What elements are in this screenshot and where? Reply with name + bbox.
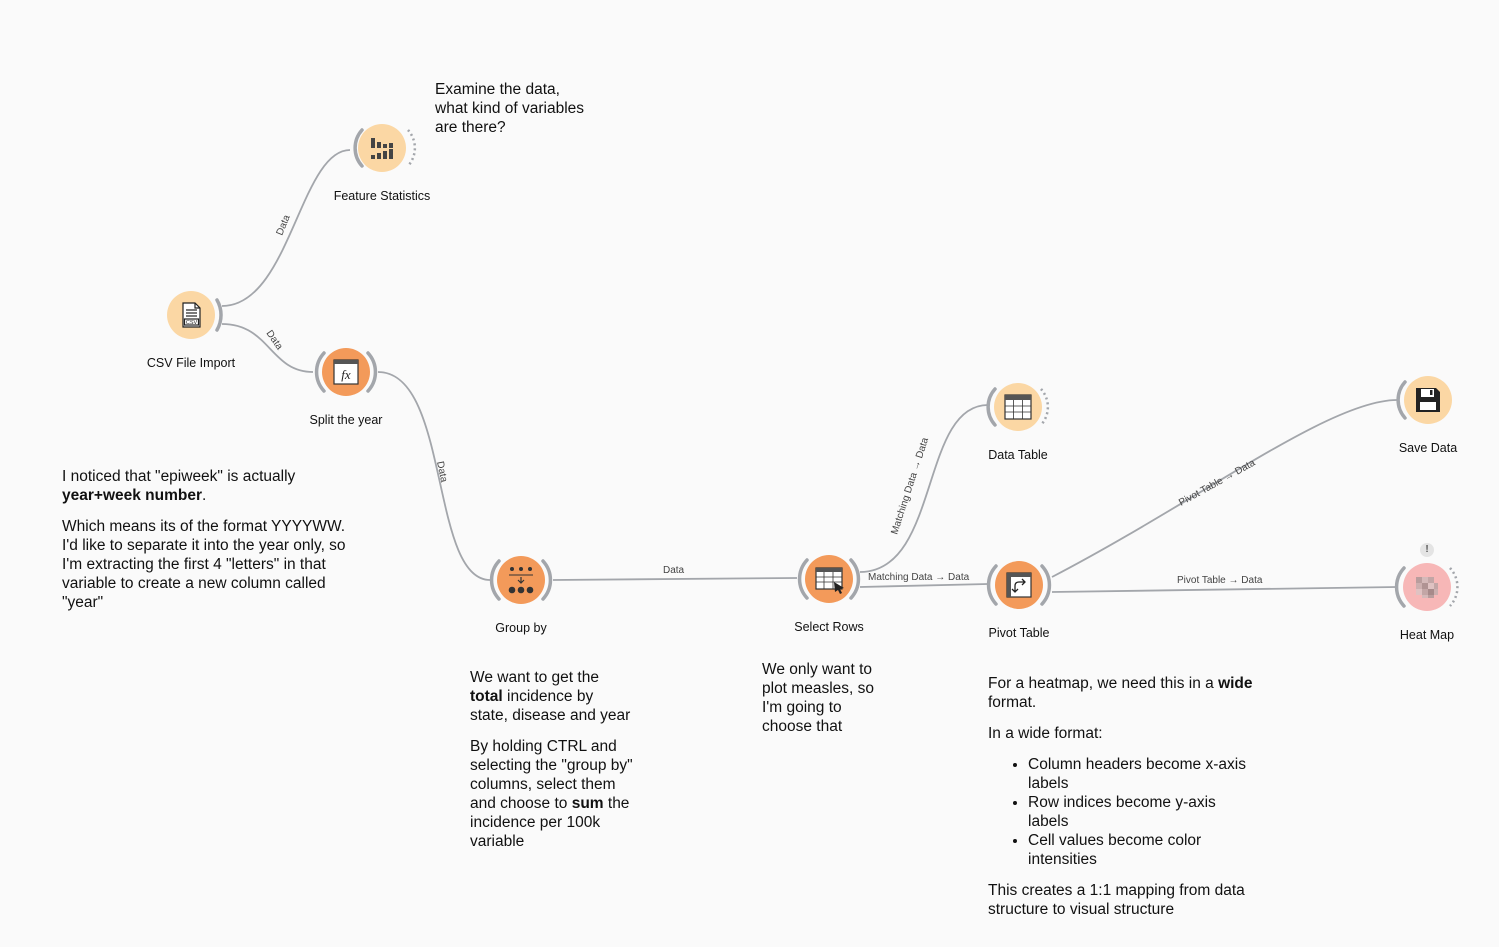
floppy-disk-icon [1416,388,1440,412]
widget-label: Split the year [309,413,383,427]
widget-label: Save Data [1398,441,1458,455]
link-pivot-to-save[interactable] [1051,399,1398,578]
note-paragraph: Which means its of the format YYYYWW. I'… [62,518,346,611]
bar-chart-icon [371,138,393,159]
group-by-node[interactable] [486,545,556,615]
formula-icon: fx [333,359,359,385]
link-pivot-to-heatmap[interactable] [1051,586,1398,593]
note-paragraph: In a wide format: [988,725,1103,742]
save-data-node[interactable] [1393,365,1463,435]
csv-file-icon [182,302,201,328]
widget-label: CSV File Import [146,356,236,370]
widget-label: Feature Statistics [333,189,431,203]
widget-pivot-table[interactable]: Pivot Table [949,550,1089,660]
heatmap-icon [1416,577,1438,598]
widget-save-data[interactable]: Save Data [1358,365,1498,475]
select-rows-icon [815,567,844,594]
list-item: Cell values become color intensities [1028,831,1258,869]
note-heatmap[interactable]: For a heatmap, we need this in a wide fo… [988,674,1258,931]
feature-statistics-node[interactable] [347,113,417,183]
widget-csv-file-import[interactable]: CSV CSV File Import [121,280,261,390]
widget-heat-map[interactable]: ! Heat Map [1357,543,1497,662]
widget-select-rows[interactable]: Select Rows [759,544,899,654]
link-label-pivot-to-heatmap: Pivot Table → Data [1177,575,1263,586]
link-select-to-table[interactable] [859,404,989,573]
link-split-to-group[interactable] [377,371,491,581]
link-csv-to-stats[interactable] [221,149,351,307]
widget-label: Select Rows [794,620,864,634]
link-group-to-select[interactable] [552,577,798,581]
widget-group-by[interactable]: Group by [451,545,591,655]
widget-feature-statistics[interactable]: Feature Statistics [312,113,452,223]
note-paragraph: By holding CTRL and selecting the "group… [470,738,633,850]
link-label-split-to-group: Data [434,460,449,483]
link-select-to-pivot[interactable] [859,583,989,588]
note-paragraph: For a heatmap, we need this in a wide fo… [988,675,1253,711]
note-paragraph: This creates a 1:1 mapping from data str… [988,882,1245,918]
warning-badge[interactable]: ! [1420,543,1434,557]
widget-split-the-year[interactable]: fx Split the year [276,337,416,447]
link-label-pivot-to-save: Pivot Table → Data [1177,457,1257,508]
svg-text:fx: fx [341,367,351,382]
note-select-rows[interactable]: We only want to plot measles, so I'm goi… [762,660,887,748]
note-examine-data[interactable]: Examine the data, what kind of variables… [435,80,585,149]
pivot-icon [1006,572,1032,598]
note-group-by[interactable]: We want to get the total incidence by st… [470,668,635,863]
widget-data-table[interactable]: Data Table [948,372,1088,482]
select-rows-node[interactable] [794,544,864,614]
widget-label: Group by [495,621,547,635]
pivot-table-node[interactable] [984,550,1054,620]
note-paragraph: I noticed that "epiweek" is actually yea… [62,468,296,504]
csv-file-node[interactable]: CSV [156,280,226,350]
note-bullet-list: Column headers become x-axis labels Row … [988,755,1258,869]
list-item: Row indices become y-axis labels [1028,793,1258,831]
widget-label: Pivot Table [988,626,1050,640]
note-text: Examine the data, what kind of variables… [435,81,585,136]
data-table-node[interactable] [983,372,1053,442]
widget-label: Data Table [988,448,1048,462]
svg-text:CSV: CSV [186,320,198,326]
link-label-select-to-table: Matching Data → Data [889,436,931,536]
widget-label: Heat Map [1399,628,1455,642]
list-item: Column headers become x-axis labels [1028,755,1258,793]
link-csv-to-split[interactable] [221,323,314,373]
note-epiweek[interactable]: I noticed that "epiweek" is actually yea… [62,467,352,624]
split-year-node[interactable]: fx [311,337,381,407]
link-label-select-to-pivot: Matching Data → Data [868,572,970,583]
heat-map-node[interactable] [1392,552,1462,622]
group-dots-icon [508,567,534,594]
table-icon [1004,394,1032,420]
note-paragraph: We want to get the total incidence by st… [470,669,631,724]
link-label-group-to-select: Data [663,565,685,576]
note-text: We only want to plot measles, so I'm goi… [762,661,874,735]
